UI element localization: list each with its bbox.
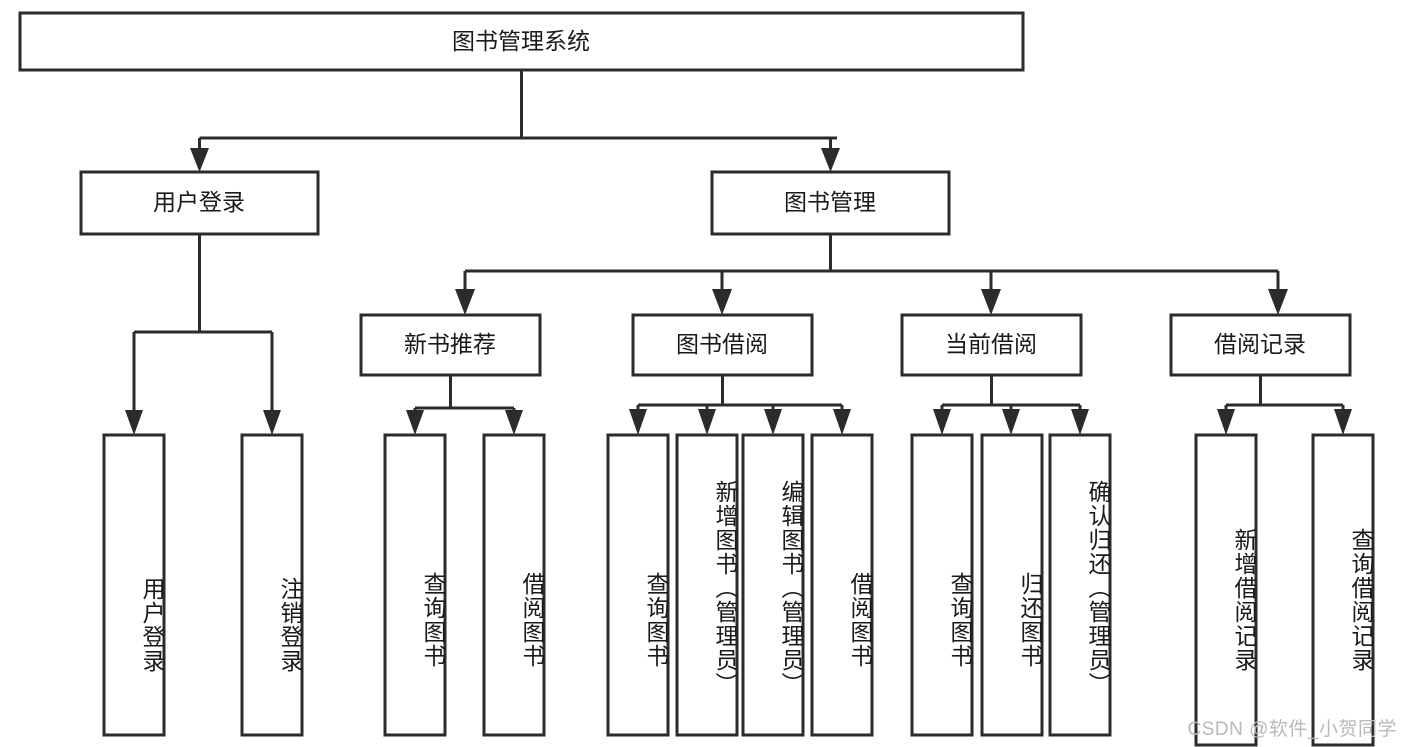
node-leaf-query-record-box[interactable] — [1311, 433, 1375, 747]
arrow-head-leaf-borrow-book-2 — [833, 409, 851, 435]
connector-book-management-to-level2 — [463, 234, 1280, 292]
arrow-head-leaf-add-record — [1217, 409, 1235, 435]
node-leaf-add-book-box[interactable] — [675, 433, 739, 737]
arrow-head-leaf-query-book-1 — [406, 410, 424, 435]
arrow-head-user-login — [190, 148, 209, 172]
node-root-box[interactable] — [18, 11, 1025, 72]
node-leaf-query-book-2-box[interactable] — [606, 433, 670, 737]
node-borrow-record-label: 借阅记录 — [1214, 331, 1306, 357]
node-new-book-recommend-box[interactable] — [359, 313, 542, 377]
node-book-borrow-box[interactable] — [631, 313, 814, 377]
node-book-borrow-label: 图书借阅 — [676, 331, 768, 357]
node-root[interactable]: 图书管理系统 — [18, 11, 1025, 72]
node-leaf-return-book-box[interactable] — [980, 433, 1044, 737]
connector-root-to-level1 — [198, 70, 837, 152]
node-leaf-user-login-box[interactable] — [102, 433, 166, 737]
node-new-book-recommend-label: 新书推荐 — [404, 331, 496, 357]
connector-new-book-recommend-to-leaves — [413, 375, 516, 416]
connector-current-borrow-to-leaves — [940, 375, 1082, 414]
leaf-boxes-layer — [102, 433, 1375, 747]
node-borrow-record-box[interactable] — [1169, 313, 1352, 377]
node-leaf-query-book-3-box[interactable] — [910, 433, 974, 737]
arrow-head-leaf-user-login — [125, 410, 143, 435]
arrow-head-borrow-record — [1268, 289, 1288, 315]
node-user-login[interactable]: 用户登录 — [79, 170, 320, 236]
node-current-borrow-label: 当前借阅 — [945, 331, 1037, 357]
node-leaf-query-book-1-box[interactable] — [383, 433, 447, 737]
node-book-management-box[interactable] — [710, 170, 951, 236]
connector-user-login-to-leaves — [132, 234, 274, 414]
arrow-head-leaf-borrow-book-1 — [505, 410, 523, 435]
arrow-head-leaf-return-book — [1002, 409, 1020, 435]
connector-borrow-record-to-leaves — [1224, 375, 1345, 414]
arrow-head-leaf-query-book-3 — [933, 409, 951, 435]
node-user-login-box[interactable] — [79, 170, 320, 236]
node-leaf-confirm-return-box[interactable] — [1048, 433, 1112, 737]
node-leaf-borrow-book-1-box[interactable] — [482, 433, 546, 737]
arrow-head-leaf-query-record — [1334, 409, 1352, 435]
arrow-head-current-borrow — [981, 289, 1001, 315]
node-leaf-add-record-box[interactable] — [1194, 433, 1258, 747]
arrow-head-new-book-recommend — [455, 289, 475, 315]
arrow-head-book-management — [821, 148, 840, 172]
arrow-head-leaf-query-book-2 — [629, 409, 647, 435]
connectors-layer — [125, 70, 1352, 435]
node-new-book-recommend[interactable]: 新书推荐 — [359, 313, 542, 377]
node-user-login-label: 用户登录 — [153, 189, 245, 215]
node-root-label: 图书管理系统 — [452, 28, 590, 54]
node-book-management[interactable]: 图书管理 — [710, 170, 951, 236]
arrow-head-leaf-user-logout — [263, 410, 281, 435]
arrow-head-leaf-confirm-return — [1071, 409, 1089, 435]
connector-book-borrow-to-leaves — [636, 375, 844, 414]
node-book-borrow[interactable]: 图书借阅 — [631, 313, 814, 377]
node-leaf-borrow-book-2-box[interactable] — [810, 433, 874, 737]
node-leaf-edit-book-box[interactable] — [741, 433, 805, 737]
node-current-borrow-box[interactable] — [900, 313, 1083, 377]
arrow-head-book-borrow — [712, 289, 732, 315]
arrow-head-leaf-edit-book — [764, 409, 782, 435]
node-borrow-record[interactable]: 借阅记录 — [1169, 313, 1352, 377]
node-current-borrow[interactable]: 当前借阅 — [900, 313, 1083, 377]
arrow-head-leaf-add-book — [698, 409, 716, 435]
node-book-management-label: 图书管理 — [784, 189, 876, 215]
node-leaf-user-logout-box[interactable] — [240, 433, 304, 737]
